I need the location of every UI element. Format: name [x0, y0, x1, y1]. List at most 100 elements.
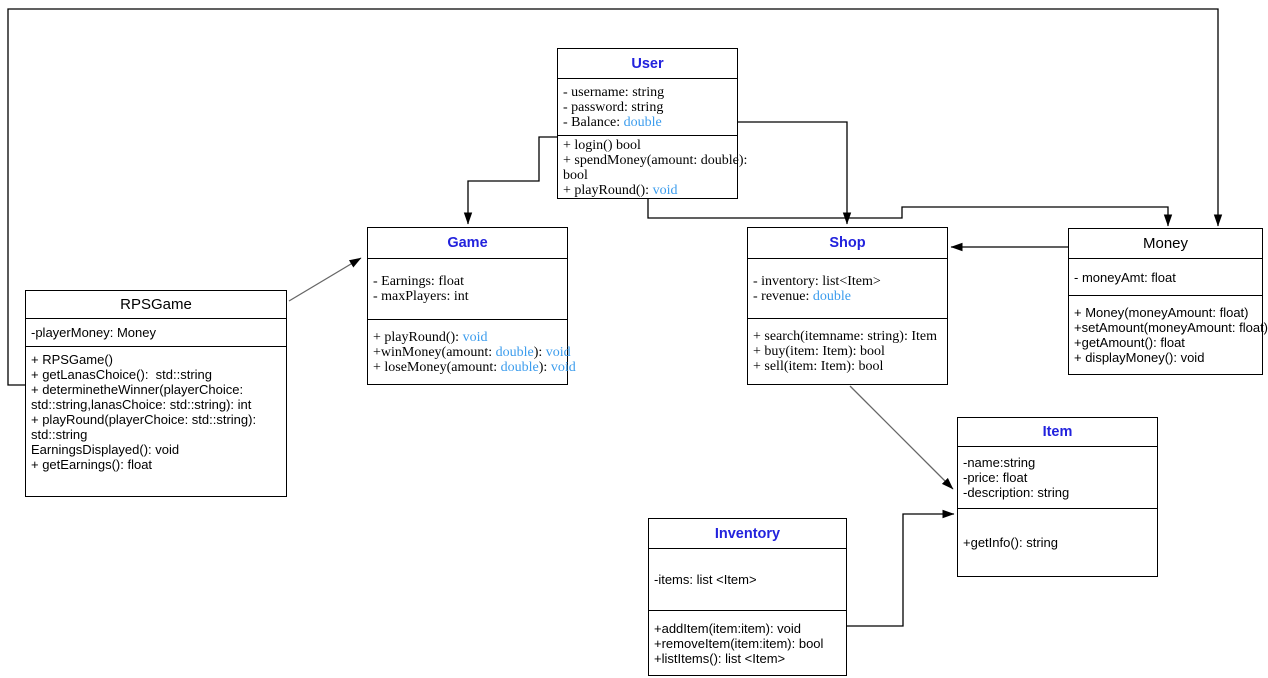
member-text: + login() bool — [563, 138, 641, 153]
member-text: + getLanasChoice(): std::string — [31, 367, 213, 382]
member-text: -name:string — [963, 455, 1036, 470]
member-text: -playerMoney: Money — [31, 325, 156, 340]
type-keyword: double — [623, 114, 662, 130]
attributes-section-game: - Earnings: float- maxPlayers: int — [368, 259, 567, 320]
type-keyword: double — [812, 288, 851, 304]
member-text: - moneyAmt: float — [1074, 269, 1176, 285]
edge-user-to-game — [463, 136, 557, 225]
member-text: + RPSGame() — [31, 352, 113, 367]
member-text: +getInfo(): string — [963, 535, 1059, 550]
member-line: -description: string — [963, 485, 1152, 500]
class-box-item[interactable]: Item-name:string-price: float-descriptio… — [957, 417, 1158, 577]
member-line: + determinetheWinner(playerChoice: — [31, 382, 281, 397]
member-line: - password: string — [563, 100, 732, 115]
class-box-user[interactable]: User- username: string- password: string… — [557, 48, 747, 199]
member-line: - Earnings: float — [373, 274, 562, 289]
attributes-section-shop: - inventory: list<Item>- revenue: double — [748, 259, 947, 319]
type-keyword: double — [495, 344, 534, 360]
member-text: + getEarnings(): float — [31, 457, 153, 472]
member-line: + getLanasChoice(): std::string — [31, 367, 281, 382]
member-text: + determinetheWinner(playerChoice: — [31, 382, 244, 397]
member-line: - Balance: double — [563, 115, 732, 130]
type-keyword: void — [545, 344, 571, 360]
edge-shop-to-item — [849, 385, 954, 490]
member-line: -playerMoney: Money — [31, 325, 281, 340]
member-text: ): — [538, 359, 551, 375]
methods-section-rpsgame: + RPSGame()+ getLanasChoice(): std::stri… — [26, 347, 286, 496]
member-line: +getInfo(): string — [963, 535, 1152, 550]
class-title-user: User — [558, 49, 737, 79]
member-text: ): — [533, 344, 546, 360]
class-title-shop: Shop — [748, 228, 947, 259]
member-line: std::string,lanasChoice: std::string): i… — [31, 397, 281, 412]
class-box-game[interactable]: Game- Earnings: float- maxPlayers: int+ … — [367, 227, 576, 385]
member-text: - inventory: list<Item> — [753, 273, 881, 289]
member-line: -price: float — [963, 470, 1152, 485]
member-text: -description: string — [963, 485, 1070, 500]
member-line: - moneyAmt: float — [1074, 270, 1257, 285]
edge-inventory-to-item — [847, 509, 955, 627]
member-text: std::string — [31, 427, 88, 442]
member-text: - Earnings: float — [373, 274, 464, 289]
member-text: +getAmount(): float — [1074, 335, 1185, 350]
member-line: - inventory: list<Item> — [753, 274, 942, 289]
member-line: +setAmount(moneyAmount: float) — [1074, 320, 1268, 335]
type-keyword: void — [550, 359, 576, 375]
member-text: EarningsDisplayed(): void — [31, 442, 180, 457]
member-line: + loseMoney(amount: double): void — [373, 359, 576, 375]
member-line: + buy(item: Item): bool — [753, 344, 942, 359]
member-text: + spendMoney(amount: double): — [563, 153, 748, 168]
member-line: bool — [563, 168, 732, 183]
member-text: + Money(moneyAmount: float) — [1074, 305, 1249, 320]
member-line: + spendMoney(amount: double): — [563, 153, 747, 168]
member-line: +getAmount(): float — [1074, 335, 1257, 350]
member-line: + playRound(): void — [563, 183, 732, 198]
member-line: +listItems(): list <Item> — [654, 651, 841, 666]
methods-section-shop: + search(itemname: string): Item+ buy(it… — [748, 319, 947, 384]
class-box-money[interactable]: Money- moneyAmt: float+ Money(moneyAmoun… — [1068, 228, 1268, 375]
member-line: -name:string — [963, 455, 1152, 470]
member-text: + loseMoney(amount: — [373, 359, 501, 375]
class-title-inventory: Inventory — [649, 519, 846, 549]
member-text: - maxPlayers: int — [373, 289, 469, 304]
member-line: + playRound(): void — [373, 330, 562, 345]
member-text: bool — [563, 168, 588, 183]
member-text: + playRound(): — [563, 183, 653, 198]
methods-section-item: +getInfo(): string — [958, 509, 1157, 576]
member-text: +addItem(item:item): void — [654, 620, 802, 636]
member-line: EarningsDisplayed(): void — [31, 442, 281, 457]
member-line: + getEarnings(): float — [31, 457, 281, 472]
attributes-section-item: -name:string-price: float-description: s… — [958, 447, 1157, 509]
member-text: + playRound(): — [373, 329, 463, 345]
class-box-inventory[interactable]: Inventory -items: list <Item> +addItem(ite… — [648, 518, 847, 676]
member-line: + displayMoney(): void — [1074, 350, 1257, 365]
edge-rpsgame-to-game — [288, 257, 362, 302]
member-line: +removeItem(item:item): bool — [654, 636, 841, 651]
attributes-section-inventory: -items: list <Item> — [649, 549, 846, 611]
class-box-shop[interactable]: Shop- inventory: list<Item>- revenue: do… — [747, 227, 948, 385]
member-text: - revenue: — [753, 288, 813, 304]
class-box-rpsgame[interactable]: RPSGame-playerMoney: Money+ RPSGame()+ g… — [25, 290, 287, 497]
member-line: +winMoney(amount: double): void — [373, 344, 571, 360]
attributes-section-rpsgame: -playerMoney: Money — [26, 319, 286, 347]
edge-user-to-shop — [738, 121, 852, 225]
member-text: + sell(item: Item): bool — [753, 359, 884, 374]
methods-section-inventory: +addItem(item:item): void+removeItem(ite… — [649, 611, 846, 675]
member-line: +addItem(item:item): void — [654, 621, 841, 636]
member-text: + playRound(playerChoice: std::string): — [31, 412, 257, 427]
member-line: + Money(moneyAmount: float) — [1074, 305, 1257, 320]
edge-rpsgame-to-money — [7, 8, 1223, 386]
member-line: - revenue: double — [753, 289, 942, 304]
methods-section-game: + playRound(): void+winMoney(amount: dou… — [368, 320, 576, 384]
member-line: -items: list <Item> — [654, 572, 841, 587]
member-line: + sell(item: Item): bool — [753, 359, 942, 374]
member-line: + RPSGame() — [31, 352, 281, 367]
member-text: -items: list <Item> — [654, 572, 757, 587]
edge-user-to-money — [647, 199, 1173, 227]
member-line: + search(itemname: string): Item — [753, 329, 942, 344]
member-text: +winMoney(amount: — [373, 344, 496, 360]
member-text: - password: string — [563, 99, 664, 115]
member-line: + playRound(playerChoice: std::string): — [31, 412, 281, 427]
